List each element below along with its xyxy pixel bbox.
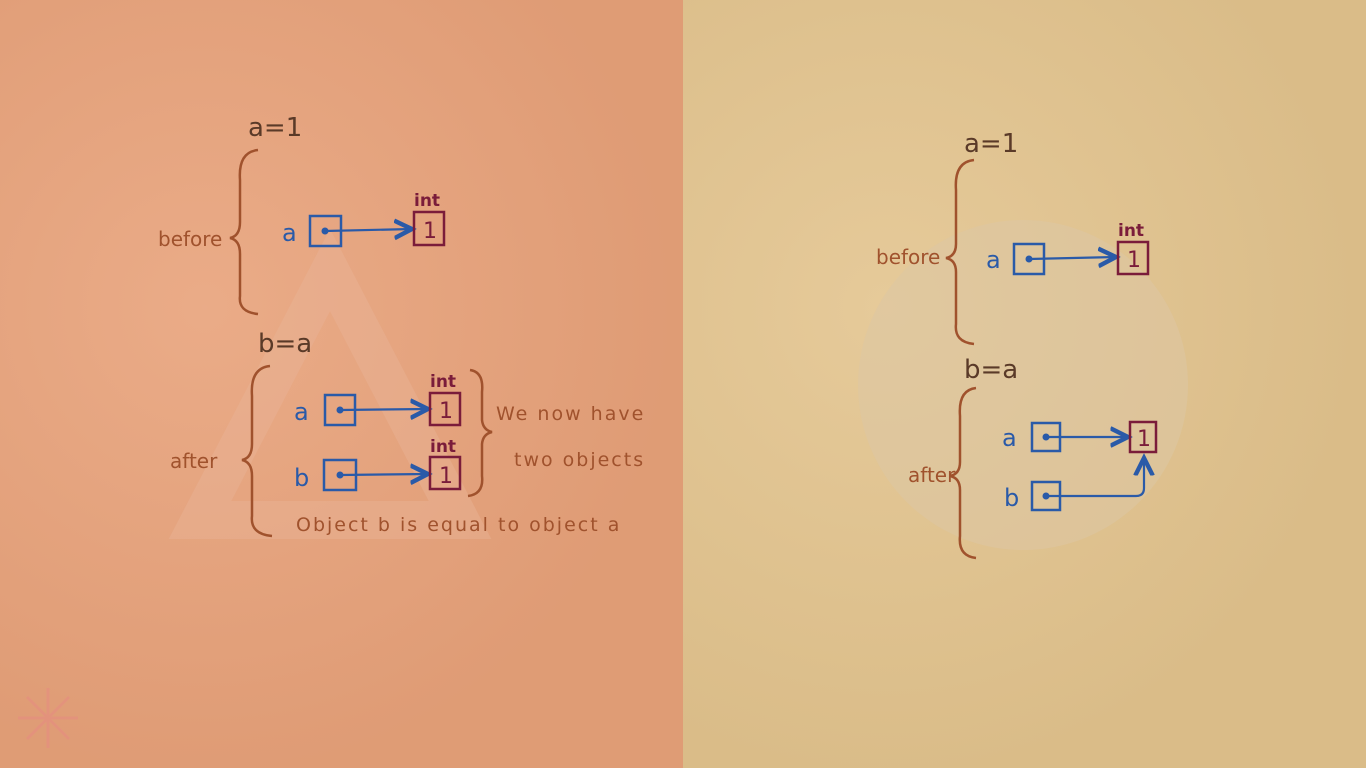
- left-note-brace: [467, 368, 493, 498]
- left-after-var-a: a: [294, 398, 309, 426]
- right-before-value: 1: [1127, 248, 1141, 273]
- right-after-brace: [949, 386, 977, 560]
- left-note-bottom: Object b is equal to object a: [296, 514, 621, 536]
- right-before-object-box: [1116, 240, 1150, 276]
- left-before-brace: [229, 148, 259, 316]
- right-after-var-a: a: [1002, 424, 1017, 452]
- right-panel: [683, 0, 1366, 768]
- left-after-value-b: 1: [439, 464, 453, 489]
- right-stmt-after: b=a: [964, 355, 1018, 385]
- left-stmt-before: a=1: [248, 113, 302, 143]
- right-before-brace: [945, 158, 975, 346]
- right-after-label: after: [908, 463, 956, 487]
- left-panel: [0, 0, 683, 768]
- left-before-value: 1: [423, 219, 437, 244]
- right-diagram: a=1 before a int 1 b=a after a 1 b: [876, 129, 1158, 560]
- left-after-var-b: b: [294, 464, 309, 492]
- left-diagram: a=1 before a int 1 b=a after a int 1 b i…: [158, 113, 645, 538]
- left-after-arrow-a: [339, 409, 428, 410]
- left-after-brace: [241, 364, 273, 538]
- left-after-type-label-b: int: [430, 437, 456, 457]
- right-before-arrow: [1028, 257, 1116, 259]
- right-after-var-b: b: [1004, 484, 1019, 512]
- left-note-line2: two objects: [514, 449, 645, 471]
- left-before-label: before: [158, 227, 222, 251]
- left-after-object-box-a: [428, 391, 462, 427]
- right-before-label: before: [876, 245, 940, 269]
- left-before-var-a: a: [282, 219, 297, 247]
- right-before-type-label: int: [1118, 221, 1144, 241]
- right-after-value: 1: [1137, 427, 1151, 452]
- watermark-triangle-shape: [168, 228, 492, 539]
- left-after-value-a: 1: [439, 399, 453, 424]
- left-before-object-box: [412, 210, 446, 247]
- left-after-arrow-b: [339, 474, 428, 475]
- right-stmt-before: a=1: [964, 129, 1018, 159]
- left-before-arrow: [324, 229, 412, 231]
- left-stmt-after: b=a: [258, 329, 312, 359]
- right-before-var-a: a: [986, 246, 1001, 274]
- left-after-label: after: [170, 449, 218, 473]
- right-after-arrow-b: [1046, 458, 1144, 498]
- watermark-snowflake-icon: [18, 688, 78, 748]
- left-note-line1: We now have: [496, 403, 645, 425]
- left-after-object-box-b: [428, 455, 462, 491]
- right-after-object-box: [1128, 420, 1158, 454]
- left-before-type-label: int: [414, 191, 440, 211]
- watermark-circle-shape: [858, 220, 1188, 550]
- left-after-type-label-a: int: [430, 372, 456, 392]
